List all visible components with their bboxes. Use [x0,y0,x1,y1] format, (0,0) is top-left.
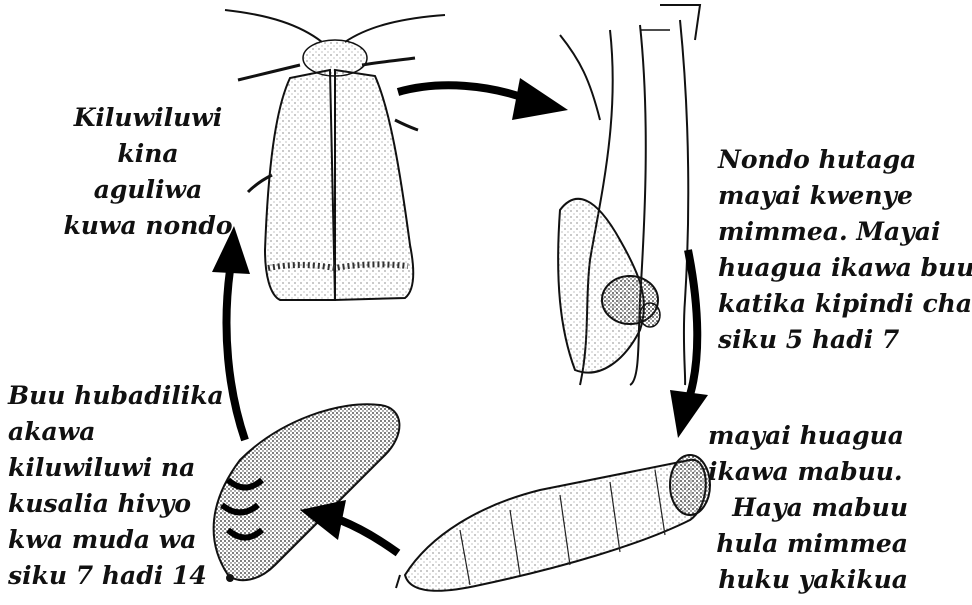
caption-line: Buu hubadilika [8,378,218,414]
eggs-to-larva-caption: mayai huagua ikawa mabuu. Haya mabuu hul… [708,418,908,598]
caption-line: kina [58,136,238,172]
caption-line: Nondo hutaga [718,142,970,178]
caption-line: ikawa mabuu. [708,454,908,490]
moth-to-eggs-caption: Nondo hutaga mayai kwenye mimmea. Mayai … [718,142,970,358]
caption-line: katika kipindi cha [718,286,970,322]
caption-line: kwa muda wa [8,522,218,558]
caption-line: huagua ikawa buu [718,250,970,286]
caption-line: mimmea. Mayai [718,214,970,250]
larva-illustration [396,455,710,591]
caption-line: siku 7 hadi 14 [8,558,218,594]
arrow-larva-to-pupa [340,520,398,553]
arrow-eggs-to-larva-head [670,390,708,438]
caption-line: aguliwa [58,172,238,208]
arrow-eggs-to-larva [688,250,697,395]
caption-line: mayai huagua [708,418,908,454]
arrow-moth-to-eggs-head [512,78,568,120]
caption-line: akawa [8,414,218,450]
caption-line: kiluwiluwi na [8,450,218,486]
caption-line: hula mimmea [708,526,908,562]
caption-line: huku yakikua [708,562,908,598]
arrow-pupa-to-moth [226,270,245,440]
caption-line: Kiluwiluwi [58,100,238,136]
moth-illustration [225,10,445,300]
caption-line: mayai kwenye [718,178,970,214]
caption-line: siku 5 hadi 7 [718,322,970,358]
egg-mass-on-stem-illustration [558,5,700,385]
pupa-to-moth-caption: Kiluwiluwi kina aguliwa kuwa nondo [58,100,238,244]
arrow-moth-to-eggs [398,85,530,100]
larva-to-pupa-caption: Buu hubadilika akawa kiluwiluwi na kusal… [8,378,218,594]
caption-line: Haya mabuu [708,490,908,526]
caption-line: kuwa nondo [58,208,238,244]
caption-line: kusalia hivyo [8,486,218,522]
